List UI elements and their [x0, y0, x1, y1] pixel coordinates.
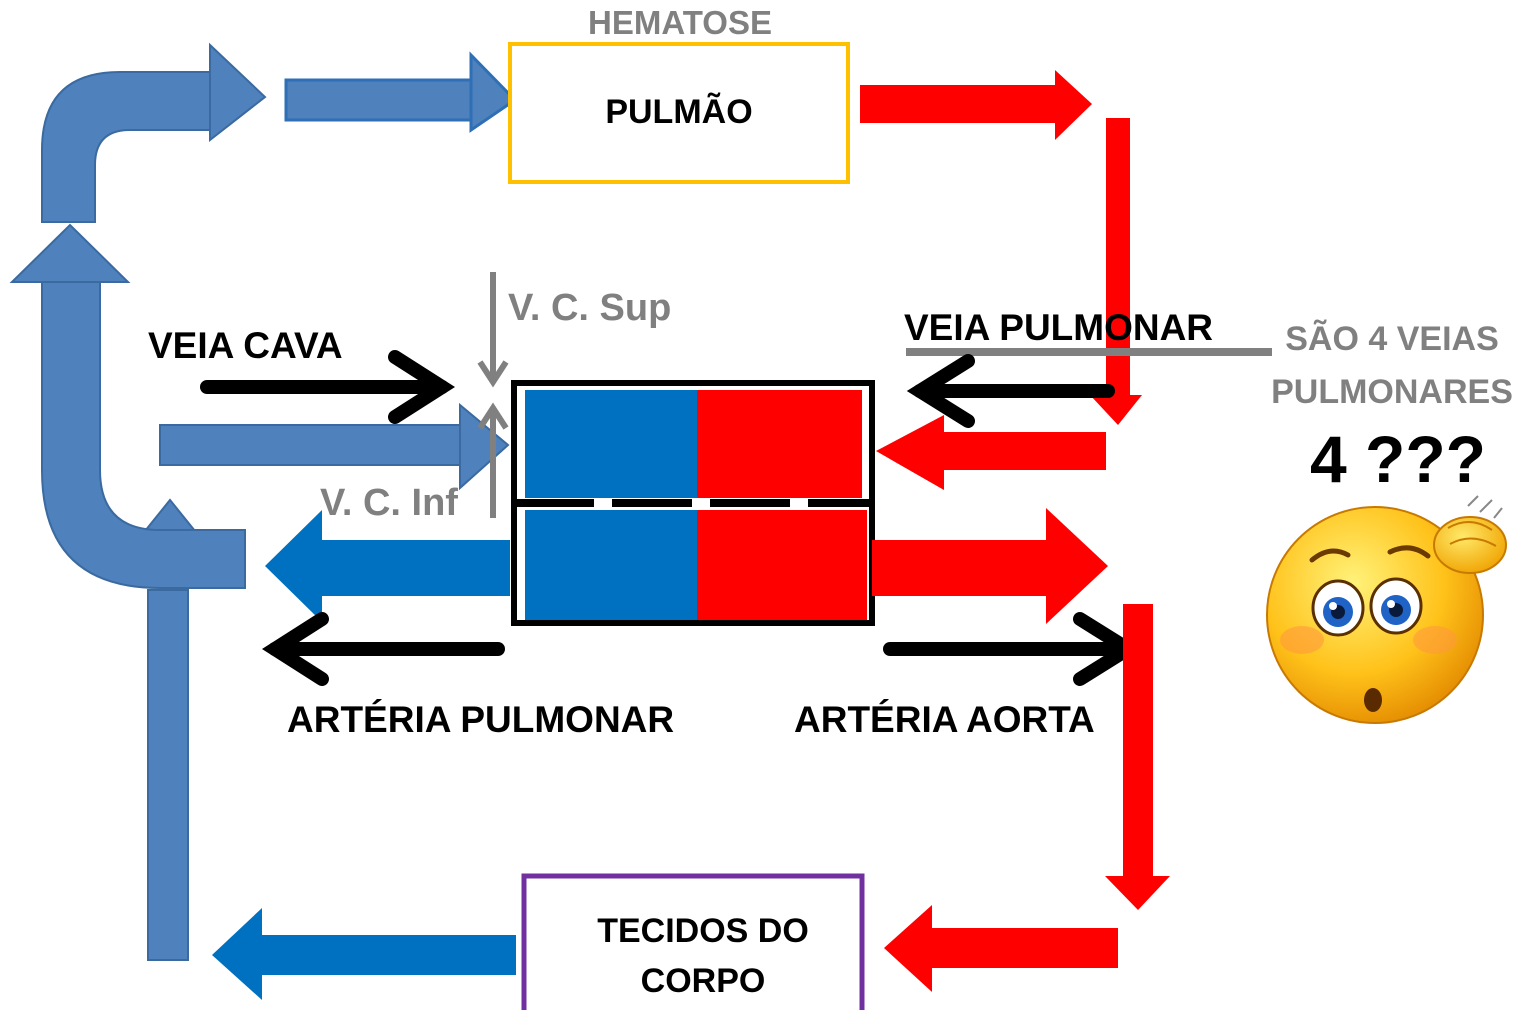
blue-from-tissue-arrow [212, 908, 516, 1000]
pipe-right-arrowhead [209, 42, 267, 143]
veia-pulmonar-black-arrow [906, 354, 1115, 428]
red-to-tissue-shaft [930, 928, 1118, 968]
aorta-red-arrow [872, 508, 1108, 624]
arteria-pulmonar-black-arrow [261, 612, 505, 686]
note-line1: SÃO 4 VEIAS [1285, 320, 1499, 358]
systemic-red-path [884, 604, 1170, 992]
pulmonary-artery-blue-arrow [265, 510, 510, 622]
vc-inf-label: V. C. Inf [320, 482, 458, 524]
vena-cava-gray-arrows [477, 272, 509, 518]
red-arrow-from-lung-shaft [860, 85, 1060, 123]
right-atrium [525, 390, 697, 498]
heart [511, 380, 875, 626]
venous-return-pipe [9, 42, 267, 961]
tissues-label-line1: TECIDOS DO [597, 912, 809, 950]
red-arrow-into-heart-shaft [940, 432, 1106, 470]
veia-pulmonar-label: VEIA PULMONAR [904, 307, 1213, 348]
pipe-lower-elbow [41, 274, 246, 589]
vena-cava-blue-arrow [159, 402, 510, 491]
lung-label: PULMÃO [605, 93, 752, 131]
red-to-tissue-head [884, 905, 932, 992]
tissues-box [521, 873, 865, 1010]
hematose-label: HEMATOSE [588, 4, 772, 41]
arteria-aorta-label: ARTÉRIA AORTA [794, 699, 1095, 740]
red-arrow-into-heart-head [876, 415, 944, 490]
confused-emoji-icon [1266, 495, 1507, 724]
red-systemic-head [1105, 876, 1170, 910]
red-arrow-from-lung-head [1055, 70, 1092, 140]
pipe-column-bottom [147, 589, 189, 961]
pulmonary-vein-path [860, 70, 1142, 490]
left-atrium [697, 390, 862, 498]
arrow-to-lung [284, 51, 518, 133]
pipe-up-arrowhead-left [9, 223, 131, 283]
veia-cava-black-arrow [200, 350, 456, 424]
pipe-upper-elbow [41, 71, 211, 223]
note-question: 4 ??? [1310, 422, 1486, 496]
red-systemic-shaft [1123, 604, 1153, 880]
right-ventricle [525, 510, 697, 620]
note-line2: PULMONARES [1271, 373, 1513, 411]
tissues-label-line2: CORPO [641, 962, 766, 1000]
lung-box [508, 42, 850, 184]
arteria-aorta-black-arrow [883, 612, 1142, 686]
veia-cava-label: VEIA CAVA [148, 325, 343, 366]
red-descending-head [1090, 395, 1142, 425]
vc-sup-label: V. C. Sup [508, 287, 671, 329]
left-ventricle [697, 510, 867, 620]
arteria-pulmonar-label: ARTÉRIA PULMONAR [287, 699, 674, 740]
